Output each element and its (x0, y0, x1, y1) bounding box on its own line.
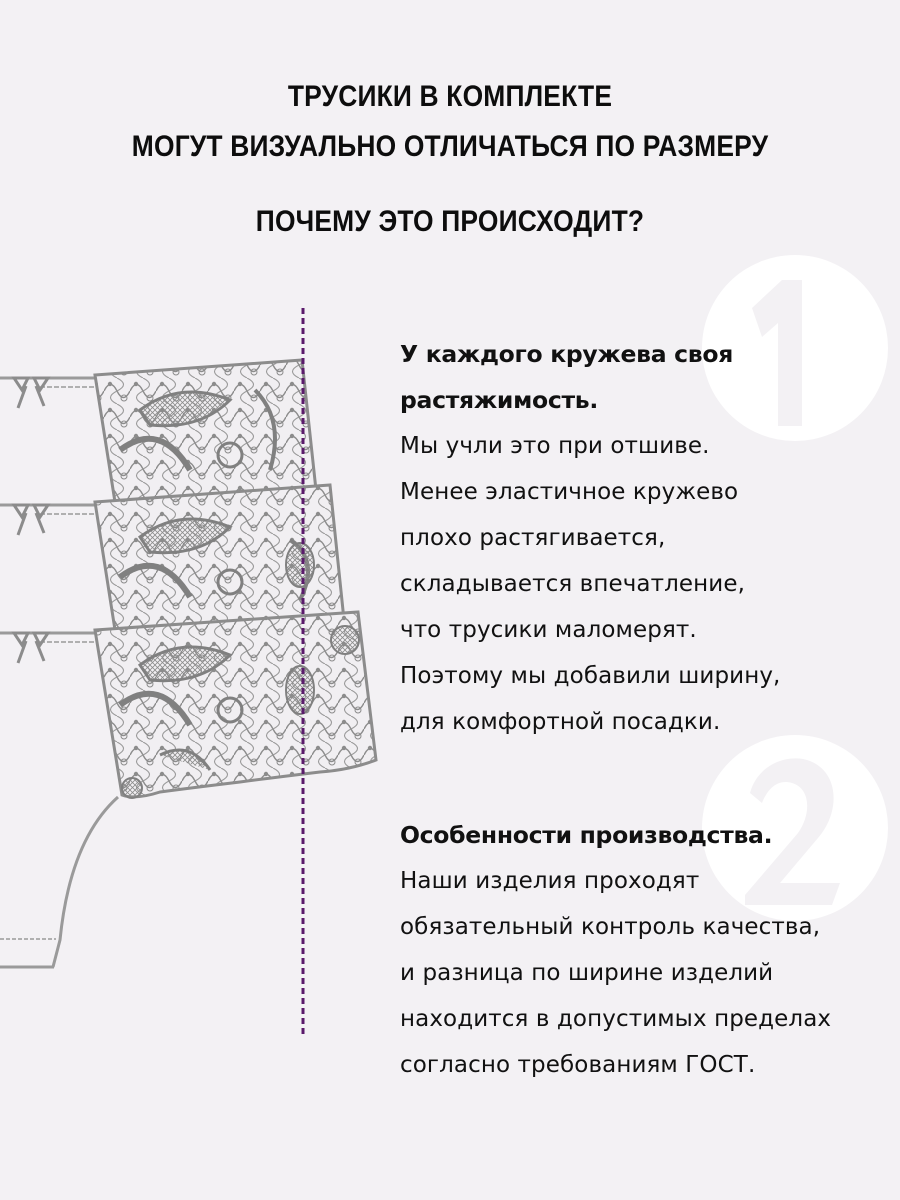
section-body-line: и разница по ширине изделий (400, 960, 774, 986)
section-production: Особенности производства. Наши изделия п… (400, 812, 831, 1088)
number-badge-1 (700, 253, 890, 443)
section-body-line: находится в допустимых пределах (400, 1006, 832, 1032)
section-body-line: Мы учли это при отшиве. (400, 433, 710, 459)
number-one-icon (702, 255, 888, 441)
headline-line-2: МОГУТ ВИЗУАЛЬНО ОТЛИЧАТЬСЯ ПО РАЗМЕРУ (131, 130, 769, 163)
headline-line-1: ТРУСИКИ В КОМПЛЕКТЕ (287, 80, 613, 113)
headline-question: ПОЧЕМУ ЭТО ПРОИСХОДИТ? (255, 205, 645, 238)
bow-icon (11, 631, 51, 664)
section-body-line: для комфортной посадки. (400, 709, 721, 735)
bow-icon (11, 503, 51, 536)
section-body-line: согласно требованиям ГОСТ. (400, 1052, 756, 1078)
lace-panties-illustration (0, 300, 400, 1060)
section-body-line: что трусики маломерят. (400, 617, 697, 643)
section-title: растяжимость. (400, 386, 598, 414)
panty-panel-large (0, 610, 378, 799)
number-badge-2 (700, 733, 890, 923)
section-body-line: Менее эластичное кружево (400, 479, 739, 505)
number-two-icon (702, 735, 888, 921)
section-body-line: плохо растягивается, (400, 525, 666, 551)
section-title: У каждого кружева своя (400, 340, 733, 368)
section-body-line: Поэтому мы добавили ширину, (400, 663, 781, 689)
crotch-outline (51, 795, 120, 968)
section-body-line: складывается впечатление, (400, 571, 746, 597)
panty-panel-medium (0, 483, 346, 632)
section-body-line: Наши изделия проходят (400, 868, 700, 894)
section-lace-stretch: У каждого кружева своя растяжимость. Мы … (400, 331, 780, 745)
bow-icon (11, 376, 51, 409)
section-body-line: обязательный контроль качества, (400, 914, 821, 940)
section-title: Особенности производства. (400, 821, 773, 849)
